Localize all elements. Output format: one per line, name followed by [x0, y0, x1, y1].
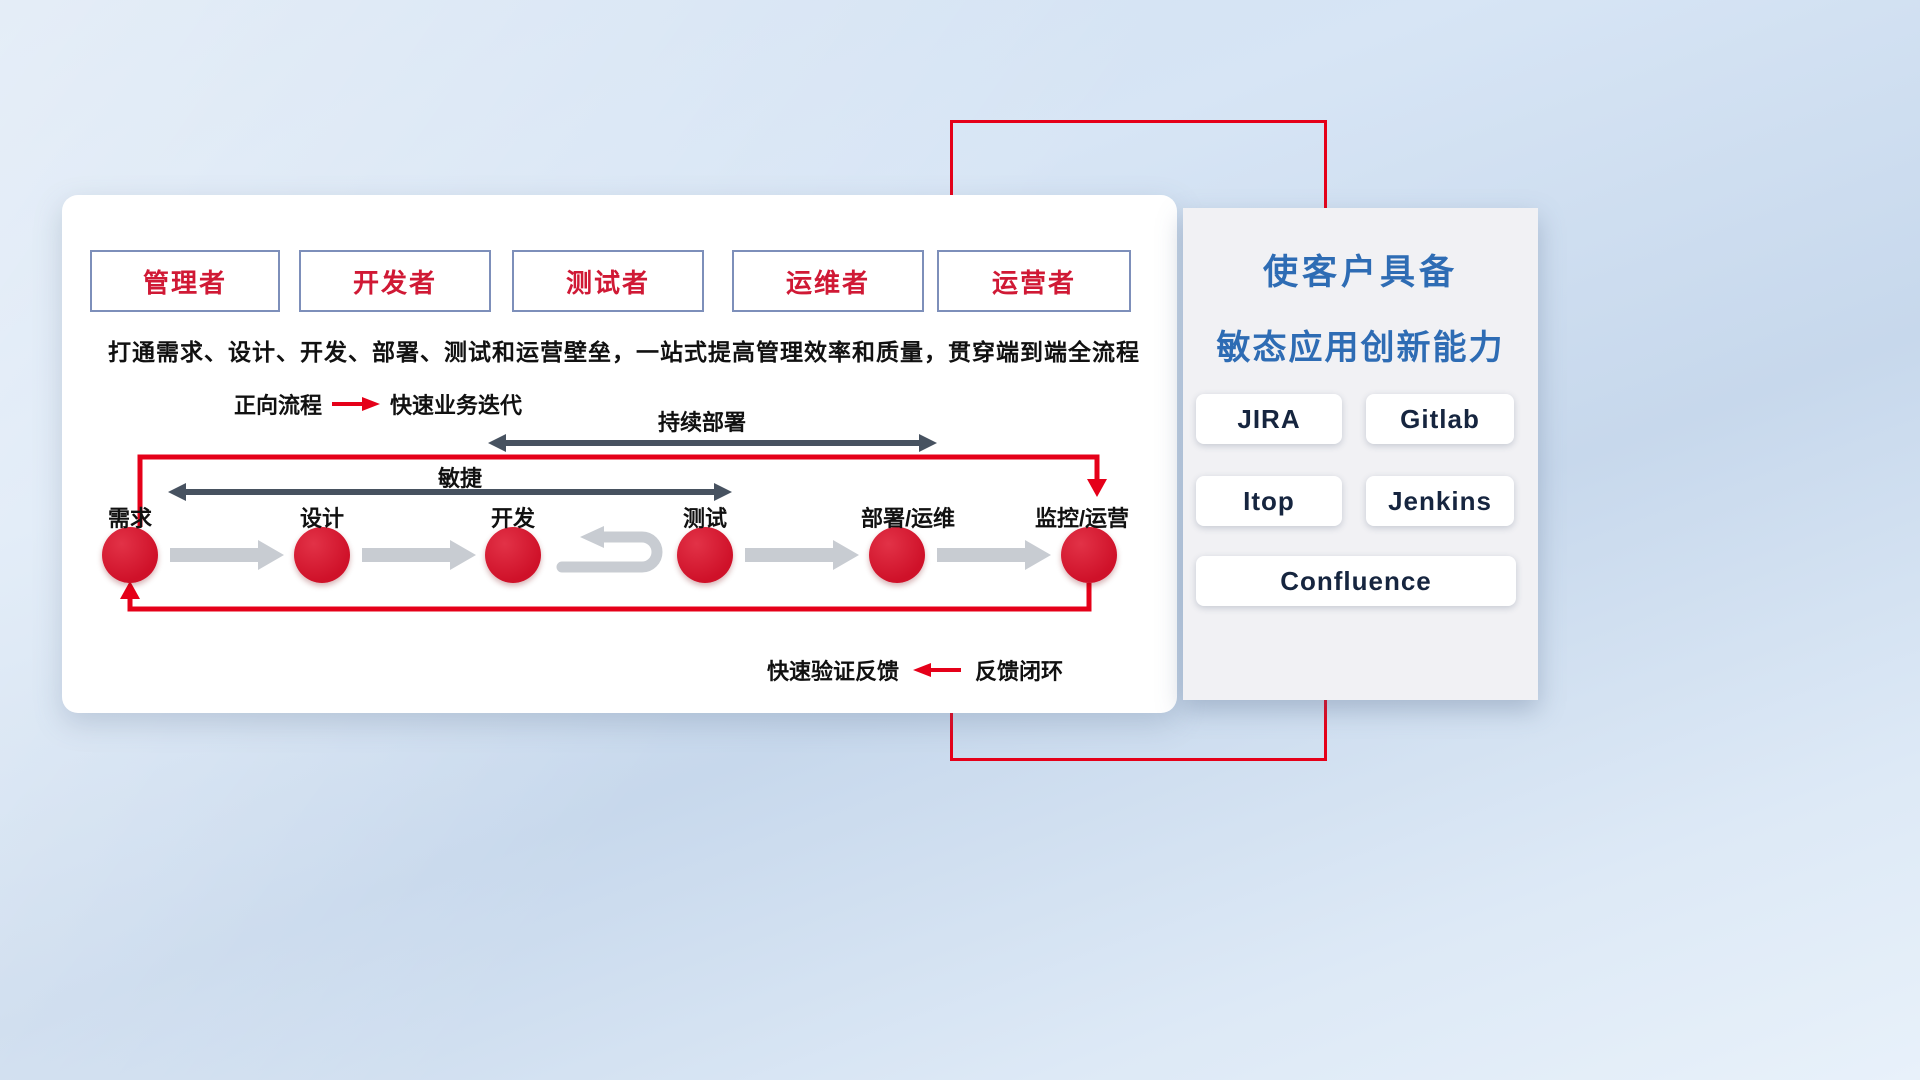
process-description: 打通需求、设计、开发、部署、测试和运营壁垒，一站式提高管理效率和质量，贯穿端到端…: [108, 339, 1140, 365]
flow-arrow-icon: [745, 540, 859, 570]
forward-arrow-icon: [332, 397, 381, 411]
continuous-deploy-label: 持续部署: [657, 410, 747, 435]
role-label: 运维者: [785, 267, 870, 298]
role-box-ops: 运维者: [732, 250, 924, 312]
role-label: 开发者: [352, 267, 437, 298]
stage-label-requirement: 需求: [107, 506, 153, 531]
flow-arrow-icon: [937, 540, 1051, 570]
panel-title-line1: 使客户具备: [1262, 253, 1458, 292]
stage-circle-monitor: [1061, 527, 1117, 583]
stage-label-design: 设计: [299, 506, 345, 531]
flow-arrow-icon: [170, 540, 284, 570]
role-label: 测试者: [565, 267, 650, 298]
forward-legend: 正向流程 快速业务迭代: [234, 388, 522, 420]
stage-label-test: 测试: [682, 506, 728, 531]
role-box-developer: 开发者: [299, 250, 491, 312]
stage-label-monitor: 监控/运营: [1034, 506, 1130, 531]
feedback-legend-value: 反馈闭环: [975, 659, 1064, 684]
capability-panel: 使客户具备 敏态应用创新能力 JIRA Gitlab Itop Jenkins …: [1183, 208, 1538, 700]
feedback-loop-bottom-line: [120, 581, 1092, 612]
stage-circle-develop: [485, 527, 541, 583]
stage-label-develop: 开发: [490, 506, 536, 531]
forward-legend-label: 正向流程: [234, 393, 323, 418]
forward-legend-value: 快速业务迭代: [390, 393, 523, 418]
tool-badge-gitlab: Gitlab: [1366, 394, 1514, 444]
feedback-arrow-icon: [913, 663, 962, 677]
stage-circle-design: [294, 527, 350, 583]
flow-arrow-icon: [362, 540, 476, 570]
agile-label: 敏捷: [437, 466, 483, 491]
role-box-manager: 管理者: [90, 250, 280, 312]
tool-badge-jira: JIRA: [1196, 394, 1342, 444]
tool-badge-itop: Itop: [1196, 476, 1342, 526]
panel-title-line2: 敏态应用创新能力: [1216, 329, 1505, 367]
iterate-icon: [556, 526, 663, 573]
stage-circle-test: [677, 527, 733, 583]
stage-circle-deploy-ops: [869, 527, 925, 583]
stage-circle-requirement: [102, 527, 158, 583]
role-box-tester: 测试者: [512, 250, 704, 312]
role-label: 运营者: [991, 267, 1076, 298]
loop-up-arrowhead-icon: [120, 581, 140, 599]
role-label: 管理者: [142, 267, 227, 298]
tool-badge-confluence: Confluence: [1196, 556, 1516, 606]
stage-label-deploy-ops: 部署/运维: [860, 506, 956, 531]
feedback-legend-label: 快速验证反馈: [767, 659, 900, 684]
role-box-operator: 运营者: [937, 250, 1131, 312]
feedback-legend: 快速验证反馈 反馈闭环: [767, 654, 1063, 686]
tool-badge-jenkins: Jenkins: [1366, 476, 1514, 526]
feedback-loop-top-line: [137, 454, 1107, 527]
loop-down-arrowhead-icon: [1087, 479, 1107, 497]
devops-flow-card: 管理者 开发者 测试者 运维者 运营者 打通需求、设计、开发、部署、测试和运营壁…: [62, 195, 1177, 713]
